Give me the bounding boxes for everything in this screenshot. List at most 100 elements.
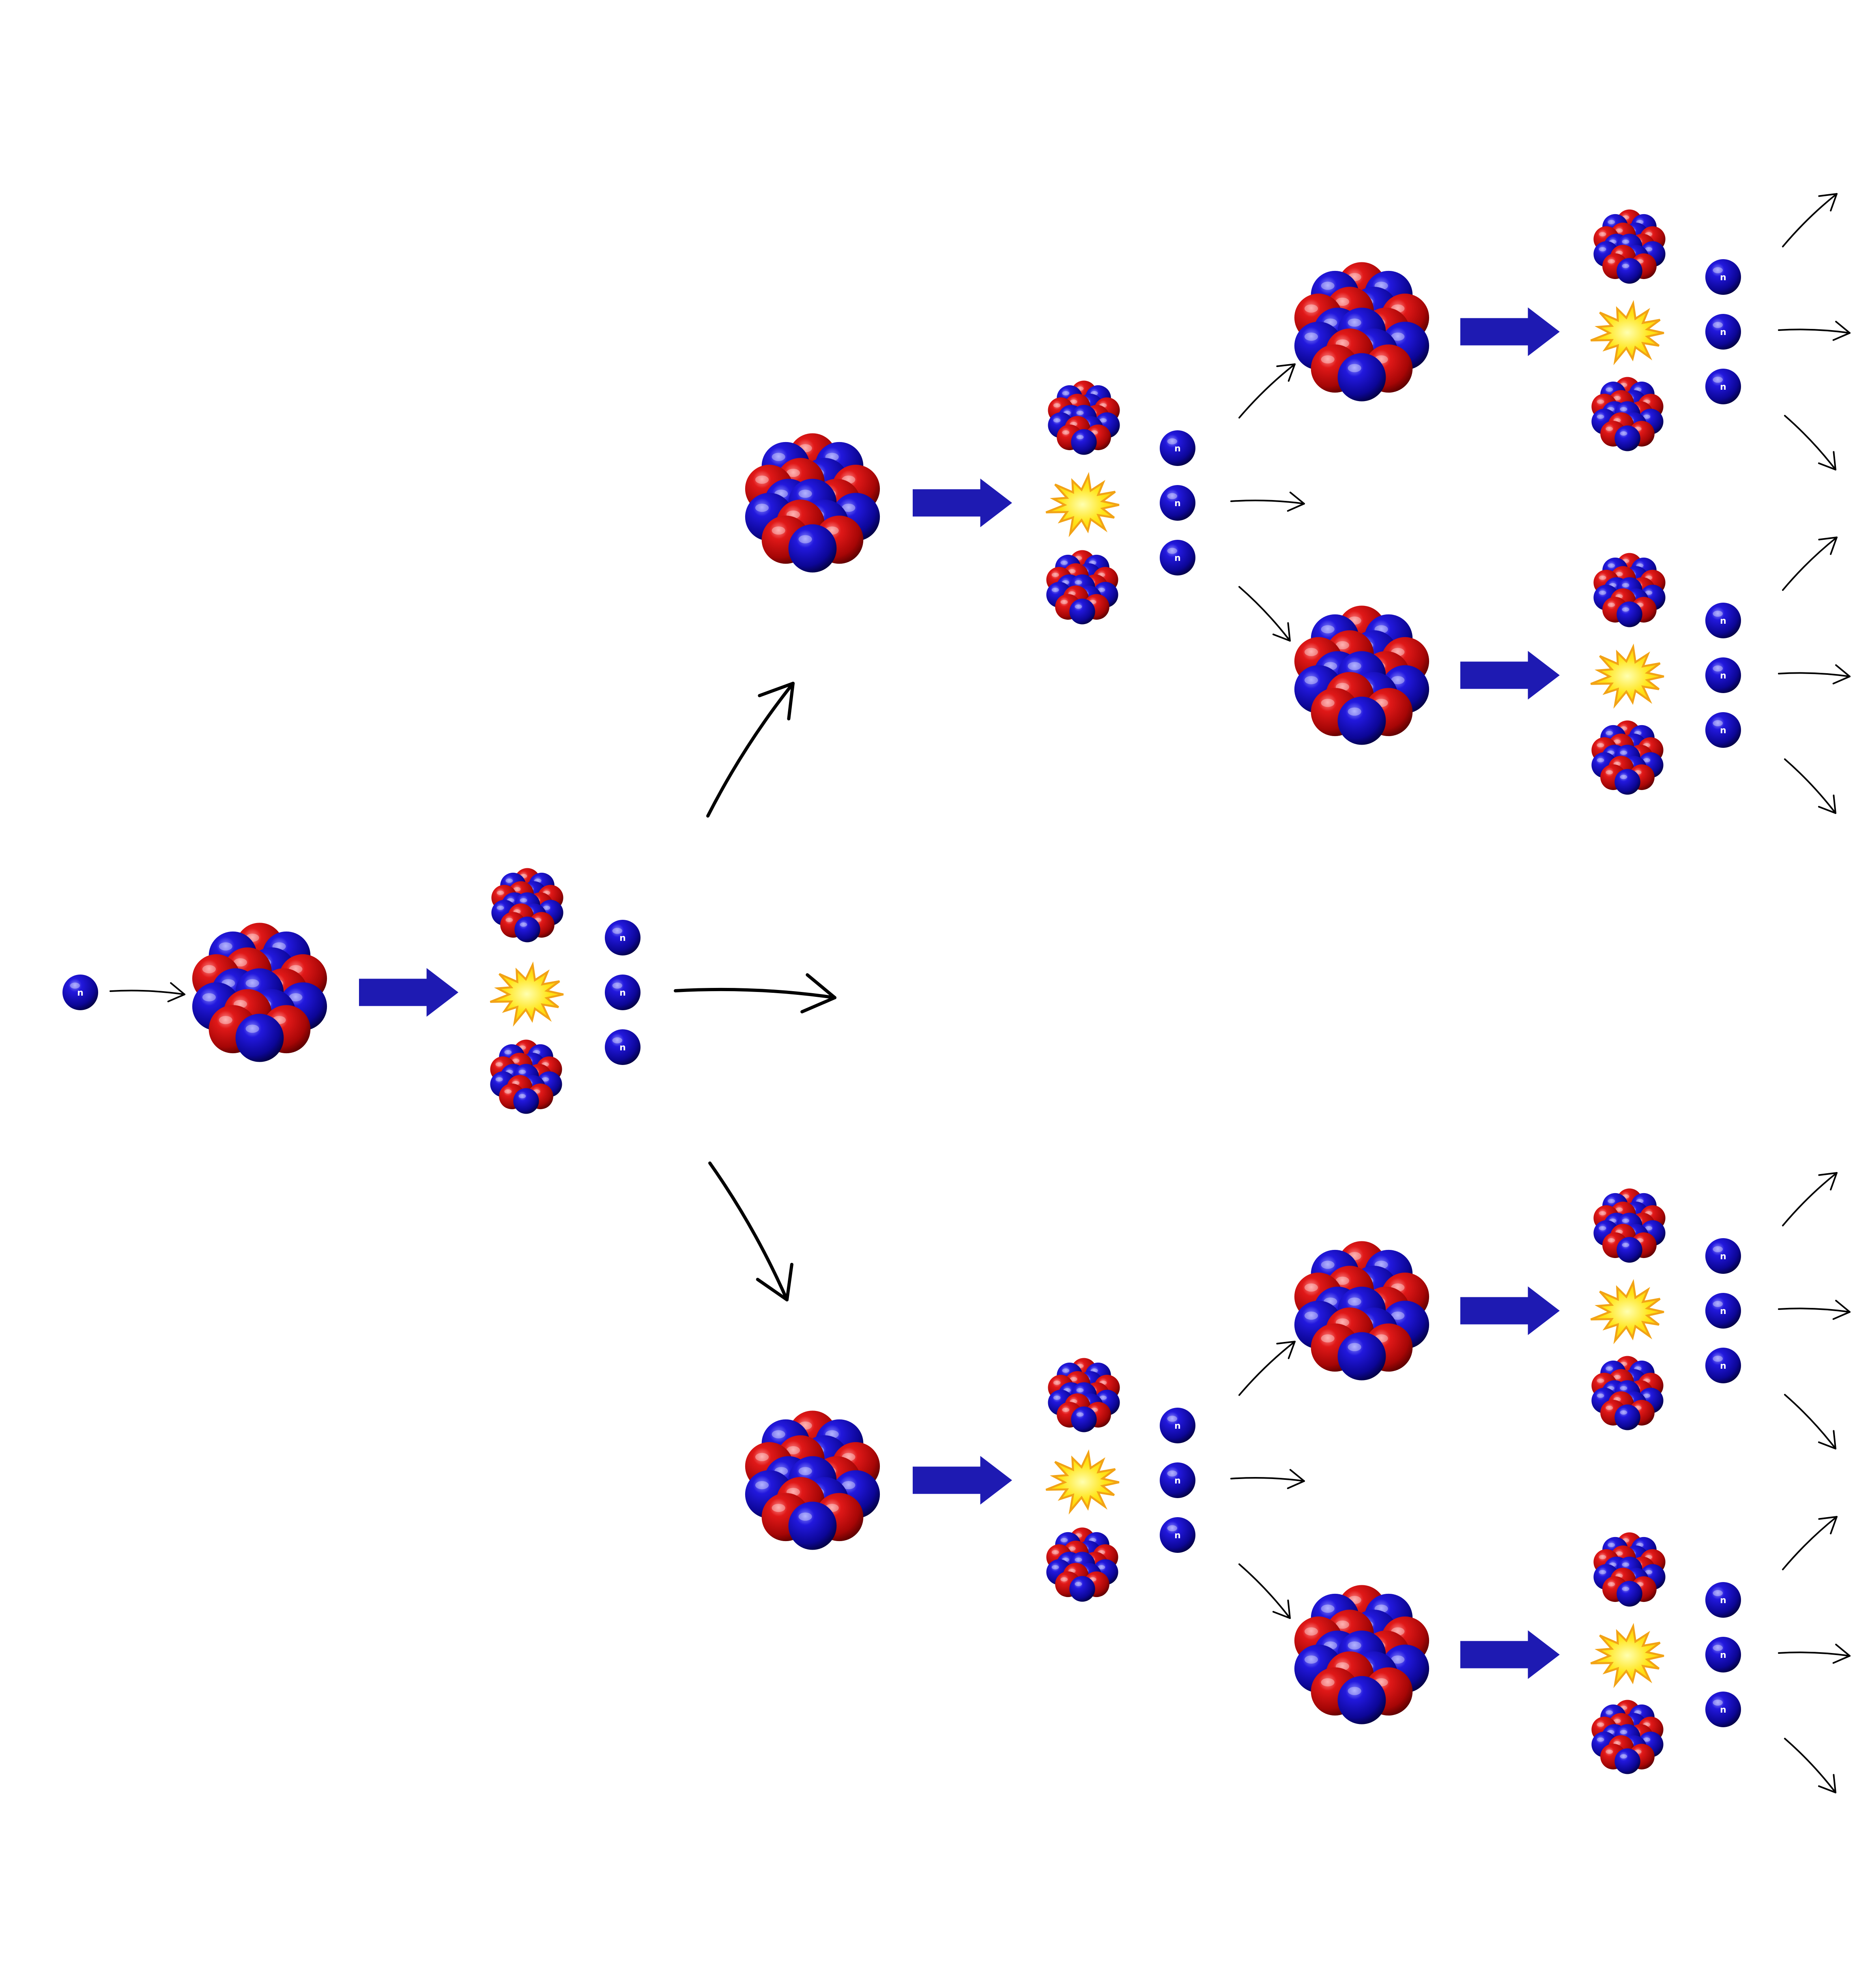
gen3-c-released-neutron-icon-2: n	[1705, 1293, 1741, 1329]
gen3-b-released-neutron-icon-1: n	[1705, 603, 1741, 638]
gen1-energy-burst-icon	[490, 961, 564, 1027]
gen3-a-released-neutron-icon-3: n	[1705, 369, 1741, 404]
gen3-c-fragment-nucleus-icon-top	[1593, 1188, 1666, 1263]
gen3-a-released-neutron-icon-1: n	[1705, 259, 1741, 295]
gen3-d-fission-arrow-icon	[1460, 1630, 1560, 1679]
gen2-upper-energy-burst-icon	[1045, 472, 1120, 537]
gen1-flow-arrow-icon-up	[706, 682, 795, 818]
gen2-lower-released-neutron-icon-2: n	[1160, 1462, 1195, 1498]
gen2-lower-released-neutron-icon-3: n	[1160, 1517, 1195, 1553]
gen3-b-released-neutron-icon-2: n	[1705, 657, 1741, 693]
gen3-c-flow-arrow-icon-up	[1782, 1172, 1838, 1226]
gen3-a-flow-arrow-icon-down	[1784, 415, 1836, 470]
gen1-heavy-nucleus-icon	[192, 923, 327, 1062]
gen3-b-fission-arrow-icon	[1460, 651, 1560, 700]
neutron-label: n	[1720, 382, 1726, 392]
gen1-released-neutron-icon-1: n	[605, 920, 641, 955]
gen3-d-heavy-nucleus-icon	[1294, 1585, 1429, 1724]
neutron-label: n	[619, 988, 626, 998]
gen1-fragment-nucleus-icon-top	[491, 868, 563, 942]
gen3-d-fragment-nucleus-icon-bottom	[1591, 1700, 1664, 1774]
gen2-upper-flow-arrow-icon-middle	[1230, 492, 1305, 512]
neutron-label: n	[1720, 1650, 1726, 1660]
gen3-c-heavy-nucleus-icon	[1294, 1241, 1429, 1380]
gen1-released-neutron-icon-2: n	[605, 975, 641, 1010]
gen2-upper-heavy-nucleus-icon	[745, 433, 880, 573]
neutron-label: n	[1720, 671, 1726, 681]
gen3-c-flow-arrow-icon-down	[1784, 1394, 1836, 1449]
gen2-lower-released-neutron-icon-1: n	[1160, 1408, 1195, 1443]
neutron-label: n	[1174, 1531, 1181, 1541]
gen3-a-fission-arrow-icon	[1460, 307, 1560, 356]
neutron-label: n	[1720, 726, 1726, 736]
neutron-label: n	[1720, 1705, 1726, 1715]
gen1-released-neutron-icon-3: n	[605, 1029, 641, 1065]
gen3-c-released-neutron-icon-1: n	[1705, 1238, 1741, 1274]
gen2-lower-energy-burst-icon	[1045, 1449, 1120, 1515]
gen2-lower-fragment-nucleus-icon-top	[1048, 1358, 1120, 1432]
gen3-a-fragment-nucleus-icon-top	[1593, 209, 1666, 284]
gen3-c-fission-arrow-icon	[1460, 1286, 1560, 1335]
gen3-a-energy-burst-icon	[1590, 300, 1664, 365]
neutron-label: n	[619, 1043, 626, 1053]
gen3-a-released-neutron-icon-2: n	[1705, 314, 1741, 350]
neutron-label: n	[1720, 1306, 1726, 1316]
gen3-d-flow-arrow-icon-up	[1782, 1516, 1838, 1570]
gen2-lower-fragment-nucleus-icon-bottom	[1046, 1527, 1118, 1602]
gen3-b-fragment-nucleus-icon-bottom	[1591, 720, 1664, 795]
gen3-b-energy-burst-icon	[1590, 643, 1664, 709]
neutron-label: n	[619, 933, 626, 943]
gen3-d-released-neutron-icon-3: n	[1705, 1692, 1741, 1727]
gen3-a-flow-arrow-icon-up	[1782, 193, 1838, 247]
gen3-d-released-neutron-icon-1: n	[1705, 1582, 1741, 1618]
neutron-label: n	[1720, 616, 1726, 626]
gen1-flow-arrow-icon-middle	[674, 973, 836, 1013]
gen3-a-heavy-nucleus-icon	[1294, 262, 1429, 401]
gen3-d-flow-arrow-icon-middle	[1778, 1644, 1851, 1664]
gen3-d-flow-arrow-icon-down	[1784, 1738, 1836, 1793]
gen2-lower-fission-arrow-icon	[913, 1456, 1012, 1505]
gen3-b-heavy-nucleus-icon	[1294, 605, 1429, 745]
gen2-upper-released-neutron-icon-2: n	[1160, 485, 1195, 521]
neutron-label: n	[1720, 1595, 1726, 1606]
gen3-c-energy-burst-icon	[1590, 1279, 1664, 1344]
neutron-label: n	[1720, 273, 1726, 283]
incoming-flow-arrow-icon	[110, 982, 185, 1003]
gen1-fission-arrow-icon	[359, 968, 458, 1017]
gen1-flow-arrow-icon-down	[708, 1161, 793, 1301]
gen3-d-fragment-nucleus-icon-top	[1593, 1532, 1666, 1607]
neutron-label: n	[1174, 553, 1181, 563]
gen3-c-flow-arrow-icon-middle	[1778, 1300, 1851, 1320]
gen3-b-fragment-nucleus-icon-top	[1593, 553, 1666, 627]
gen3-d-released-neutron-icon-2: n	[1705, 1637, 1741, 1672]
neutron-label: n	[77, 988, 84, 998]
gen2-upper-flow-arrow-icon-up	[1238, 363, 1296, 419]
gen1-fragment-nucleus-icon-bottom	[490, 1039, 562, 1114]
gen2-upper-released-neutron-icon-3: n	[1160, 540, 1195, 575]
gen2-upper-released-neutron-icon-1: n	[1160, 430, 1195, 466]
incoming-neutron-particle-icon: n	[62, 975, 98, 1010]
gen2-upper-fragment-nucleus-icon-top	[1048, 380, 1120, 455]
gen3-b-released-neutron-icon-3: n	[1705, 712, 1741, 748]
neutron-label: n	[1720, 1252, 1726, 1262]
gen3-b-flow-arrow-icon-middle	[1778, 664, 1851, 685]
gen2-lower-flow-arrow-icon-middle	[1230, 1469, 1305, 1489]
gen3-b-flow-arrow-icon-up	[1782, 537, 1838, 591]
gen2-upper-fragment-nucleus-icon-bottom	[1046, 550, 1118, 625]
gen3-c-released-neutron-icon-3: n	[1705, 1348, 1741, 1383]
gen3-b-flow-arrow-icon-down	[1784, 758, 1836, 814]
gen3-a-flow-arrow-icon-middle	[1778, 321, 1851, 341]
neutron-label: n	[1174, 444, 1181, 454]
neutron-label: n	[1174, 498, 1181, 509]
neutron-label: n	[1174, 1476, 1181, 1486]
gen3-a-fragment-nucleus-icon-bottom	[1591, 377, 1664, 451]
neutron-label: n	[1720, 1361, 1726, 1371]
gen2-lower-flow-arrow-icon-up	[1238, 1341, 1296, 1396]
neutron-label: n	[1174, 1421, 1181, 1431]
gen2-lower-flow-arrow-icon-down	[1238, 1563, 1291, 1619]
gen2-upper-fission-arrow-icon	[913, 479, 1012, 527]
gen3-c-fragment-nucleus-icon-bottom	[1591, 1356, 1664, 1430]
gen2-lower-heavy-nucleus-icon	[745, 1410, 880, 1550]
neutron-label: n	[1720, 327, 1726, 337]
